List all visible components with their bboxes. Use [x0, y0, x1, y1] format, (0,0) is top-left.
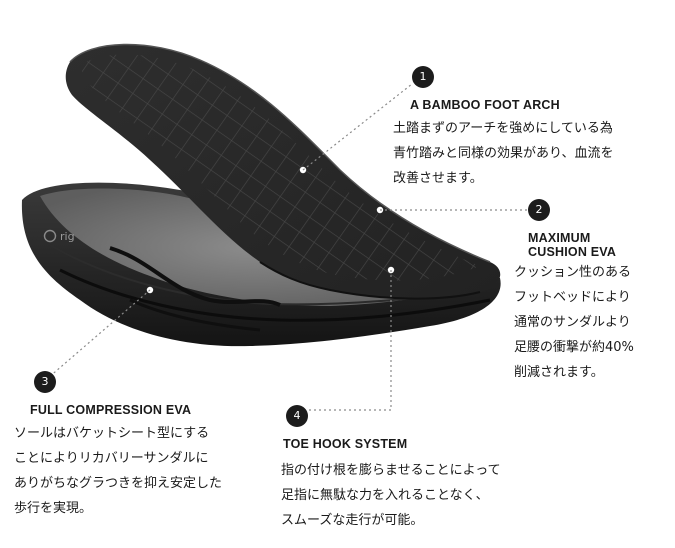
feature-1-line: 青竹踏みと同様の効果があり、血流を [393, 146, 614, 161]
feature-3-line: ありがちなグラつきを抑え安定した [14, 476, 223, 491]
feature-1-description: 土踏まずのアーチを強めにしている為 青竹踏みと同様の効果があり、血流を 改善させ… [393, 116, 613, 191]
feature-3-description: ソールはバケットシート型にする ことによりリカバリーサンダルに ありがちなグラつ… [14, 421, 222, 521]
feature-4-line: 足指に無駄な力を入れることなく、 [281, 488, 489, 503]
feature-1-line: 改善させます。 [393, 171, 483, 186]
feature-2-description: クッション性のある フットベッドにより 通常のサンダルより 足腰の衝撃が約40%… [514, 260, 634, 385]
feature-2-line: 通常のサンダルより [514, 315, 631, 330]
feature-4-title: TOE HOOK SYSTEM [283, 437, 408, 451]
top-insole [65, 43, 501, 300]
feature-4-line: 指の付け根を膨らませることによって [281, 463, 501, 478]
feature-3-line: ソールはバケットシート型にする [14, 426, 210, 441]
feature-1-line: 土踏まずのアーチを強めにしている為 [393, 121, 613, 136]
feature-2-title: MAXIMUM CUSHION EVA [528, 231, 616, 259]
feature-3-line: ことによりリカバリーサンダルに [14, 451, 209, 466]
leader-lines [47, 83, 527, 411]
feature-1-number-badge: 1 [412, 66, 434, 88]
feature-2-title-line: MAXIMUM [528, 231, 591, 245]
feature-3-title: FULL COMPRESSION EVA [30, 403, 192, 417]
feature-4-line: スムーズな走行が可能。 [281, 513, 424, 528]
feature-2-line: 削減されます。 [514, 365, 604, 380]
feature-2-title-line: CUSHION EVA [528, 245, 617, 259]
feature-2-number-badge: 2 [528, 199, 550, 221]
logo-text: rig [60, 230, 75, 243]
feature-2-line: 足腰の衝撃が約40% [514, 340, 634, 355]
feature-4-number-badge: 4 [286, 405, 308, 427]
feature-2-line: フットベッドにより [514, 290, 631, 305]
feature-3-number-badge: 3 [34, 371, 56, 393]
feature-2-line: クッション性のある [514, 265, 632, 280]
feature-1-title: A BAMBOO FOOT ARCH [410, 98, 560, 112]
feature-3-line: 歩行を実現。 [14, 501, 93, 516]
feature-4-description: 指の付け根を膨らませることによって 足指に無駄な力を入れることなく、 スムーズな… [281, 458, 501, 533]
